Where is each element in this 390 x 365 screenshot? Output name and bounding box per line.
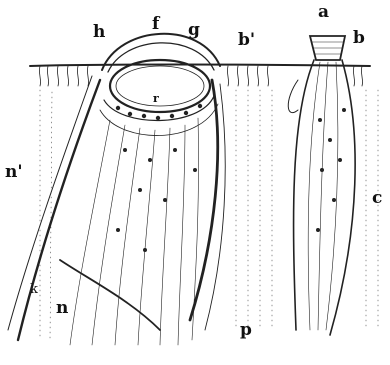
- label-a: a: [318, 4, 329, 21]
- label-c: c: [372, 190, 382, 207]
- label-k: k: [30, 283, 38, 296]
- tissue-stipple: [40, 90, 378, 340]
- label-p: p: [240, 322, 252, 339]
- label-g: g: [188, 22, 200, 39]
- label-b: b: [353, 30, 365, 47]
- surface-cilia: [39, 66, 362, 86]
- label-n: n: [56, 300, 68, 317]
- surface-line: [30, 65, 370, 67]
- right-organ: [288, 36, 355, 335]
- label-f: f: [152, 16, 159, 33]
- cell-nuclei: [116, 104, 346, 252]
- label-n-prime: n': [5, 164, 23, 181]
- label-r: r: [153, 93, 159, 104]
- label-h: h: [93, 24, 105, 41]
- label-b-prime: b': [238, 32, 255, 49]
